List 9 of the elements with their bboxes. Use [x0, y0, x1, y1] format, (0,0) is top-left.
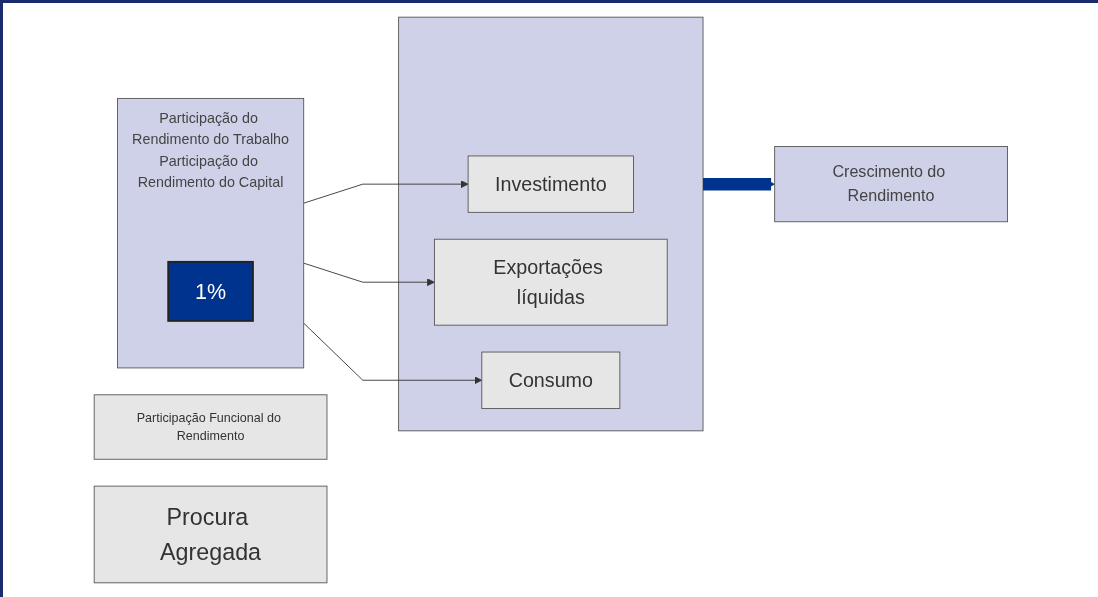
node-box: Exportações líquidas [433, 238, 668, 326]
node-box: Crescimento do Rendimento [773, 146, 1008, 223]
node-box: 1% [166, 260, 254, 322]
arrow [702, 177, 775, 191]
node-box: Consumo [481, 351, 620, 409]
node-box: Investimento [467, 155, 634, 213]
cluster [397, 16, 704, 432]
node-box: Procura Agregada [93, 485, 328, 584]
node-box: Participação Funcional do Rendimento [93, 394, 328, 460]
